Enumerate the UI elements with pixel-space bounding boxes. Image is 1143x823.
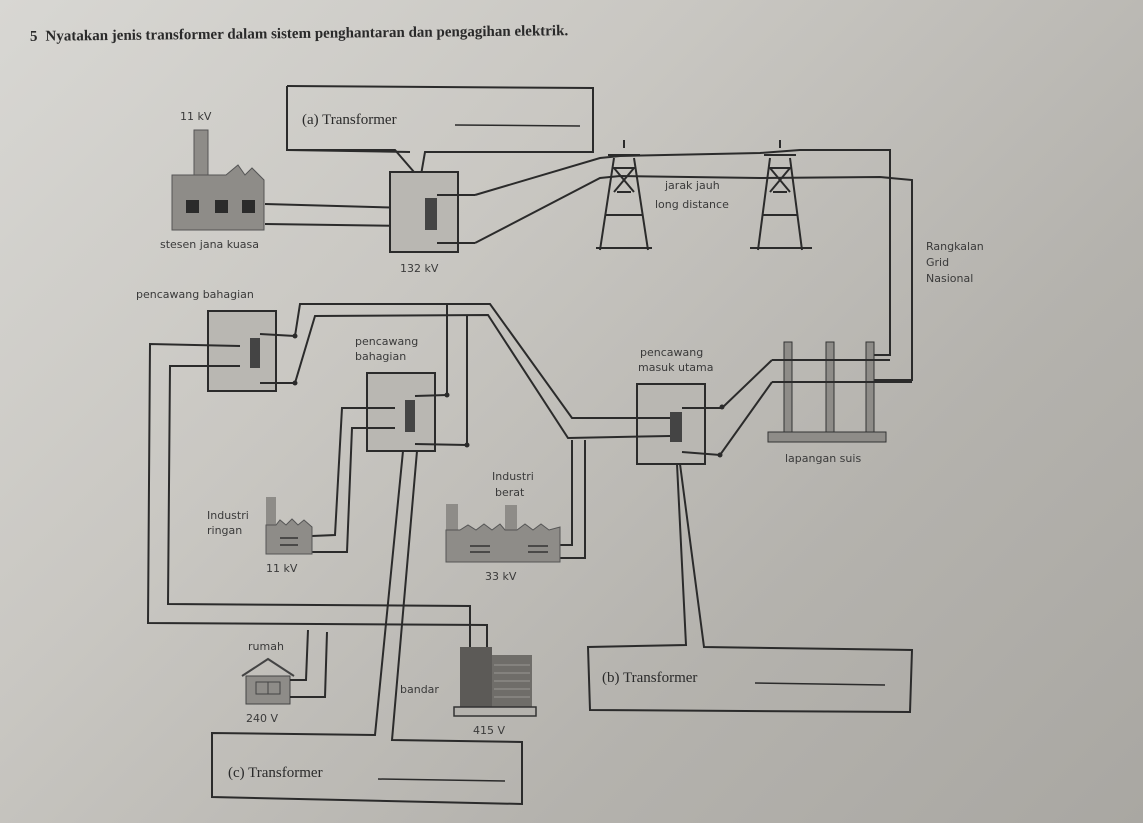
wire — [437, 194, 475, 244]
step-up-transformer — [389, 171, 475, 253]
answer-box-a: (a) Transformer — [286, 85, 594, 176]
switchyard-label: lapangan suis — [785, 452, 861, 465]
heavy-industry-voltage: 33 kV — [485, 570, 517, 583]
feeder-lower — [294, 313, 671, 440]
transmission-line-upper — [474, 149, 891, 356]
answer-blank-c[interactable] — [377, 778, 506, 782]
long-distance-label-en: long distance — [655, 198, 729, 211]
answer-box-b: (b) Transformer — [586, 463, 914, 714]
pylon-icon — [596, 140, 652, 251]
power-station-icon — [171, 129, 265, 231]
main-intake-label-1: pencawang — [640, 346, 703, 359]
wire-to-light-industry-2 — [312, 427, 395, 553]
transformer-core-icon — [670, 412, 682, 442]
answer-label-b: (b) Transformer — [602, 670, 697, 686]
substation-box — [389, 171, 459, 253]
town-label: bandar — [400, 683, 439, 696]
heavy-industry-label-1: Industri — [492, 470, 534, 483]
light-industry-label-1: Industri — [207, 509, 249, 522]
transformer-core-icon — [425, 198, 437, 230]
distribution-sub-left-label: pencawang bahagian — [136, 288, 254, 301]
grid-label-1: Rangkalan — [926, 240, 984, 253]
power-station-label: stesen jana kuasa — [160, 238, 259, 251]
callout-a-pointer — [286, 86, 415, 173]
transformer-core-icon — [405, 400, 415, 432]
heavy-industry-icon — [445, 504, 561, 563]
step-up-voltage: 132 kV — [400, 262, 439, 275]
switchyard-icon — [767, 341, 912, 443]
answer-label-a: (a) Transformer — [302, 112, 397, 128]
wire-to-light-industry — [311, 407, 395, 537]
wire-to-heavy-industry-2 — [560, 440, 586, 559]
wire — [259, 333, 296, 384]
callout-b-border — [586, 463, 914, 714]
callout-c-border — [211, 450, 523, 806]
town-buildings-icon — [453, 647, 537, 717]
house-voltage: 240 V — [246, 712, 278, 725]
wire-to-house-2 — [290, 631, 328, 698]
substation-box — [366, 372, 436, 452]
distribution-sub-mid-label-2: bahagian — [355, 350, 406, 363]
callout-a-border — [286, 85, 594, 176]
light-industry-icon — [265, 497, 313, 555]
house-label: rumah — [248, 640, 284, 653]
feeder-mid — [446, 304, 468, 445]
grid-label-2: Grid — [926, 256, 949, 269]
wire — [414, 394, 468, 446]
light-industry-label-2: ringan — [207, 524, 242, 537]
light-industry-voltage: 11 kV — [266, 562, 298, 575]
distribution-transformer-mid — [366, 372, 470, 452]
main-intake-transformer — [636, 359, 773, 465]
wire-to-town — [146, 342, 488, 647]
wire — [264, 203, 411, 209]
answer-box-c: (c) Transformer — [211, 450, 523, 806]
power-station-voltage: 11 kV — [180, 110, 212, 123]
wire — [264, 223, 413, 227]
wire-to-town-2 — [166, 365, 471, 647]
heavy-industry-label-2: berat — [495, 486, 525, 499]
pylon-icon — [750, 140, 812, 251]
grid-label-3: Nasional — [926, 272, 973, 285]
town-voltage: 415 V — [473, 724, 505, 737]
distribution-transformer-left — [207, 310, 296, 392]
answer-blank-b[interactable] — [754, 682, 886, 686]
feeder-upper — [294, 303, 670, 419]
distribution-sub-mid-label-1: pencawang — [355, 335, 418, 348]
substation-box — [207, 310, 277, 392]
answer-blank-a[interactable] — [454, 124, 581, 127]
answer-label-c: (c) Transformer — [228, 765, 323, 781]
transmission-line-lower — [474, 174, 913, 381]
wire-to-heavy-industry — [560, 440, 573, 546]
main-intake-label-2: masuk utama — [638, 361, 714, 374]
house-icon — [241, 657, 295, 705]
wire-to-house — [290, 629, 309, 681]
transformer-core-icon — [250, 338, 260, 368]
long-distance-label-ms: jarak jauh — [664, 179, 720, 192]
